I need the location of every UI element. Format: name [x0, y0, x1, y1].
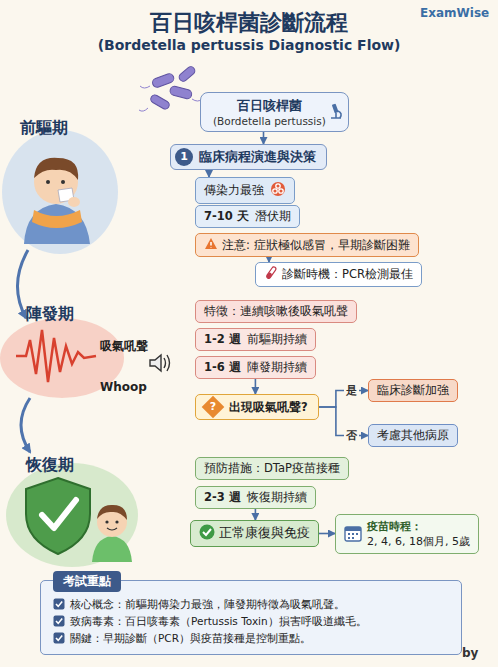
connector [319, 391, 368, 408]
title: 百日咳桿菌診斷流程 [150, 10, 348, 35]
subtitle: (Bordetella pertussis Diagnostic Flow) [0, 37, 498, 53]
connector [319, 407, 368, 436]
brand: ExamWise [420, 6, 489, 20]
icon [328, 103, 344, 124]
icon [53, 632, 65, 648]
box-text: 注意: 症狀極似感冒，早期診斷困難 [222, 238, 410, 252]
box-text: 診斷時機：PCR檢測最佳 [282, 267, 413, 281]
decision-box: ? 出現吸氣吼聲? [195, 394, 319, 420]
edge-label: 否 [344, 429, 359, 442]
phase-name: 前驅期 [20, 118, 68, 139]
box-text: 恢復期持續 [247, 490, 307, 504]
icon [53, 615, 65, 631]
connector [208, 170, 210, 177]
box-text: 潛伏期 [255, 209, 291, 223]
decision-mark: ? [205, 399, 221, 415]
box-text: 出現吸氣吼聲? [229, 400, 308, 414]
box-text: 正常康復與免疫 [219, 525, 310, 540]
panel-heading: 考試重點 [53, 571, 121, 592]
bullet-row: 致病毒素：百日咳毒素（Pertussis Toxin）損害呼吸道纖毛。 [53, 614, 451, 629]
box-text: 1-6 週 [204, 360, 241, 374]
connector [263, 132, 265, 144]
box-text: (Bordetella pertussis) [213, 115, 326, 127]
box-text: 前驅期持續 [247, 332, 307, 346]
box-text: 核心概念：前驅期傳染力最強，陣發期特徵為吸氣吼聲。 [70, 598, 345, 610]
process-box: 1-2 週前驅期持續 [195, 328, 316, 351]
process-box: 7-10 天潛伏期 [195, 205, 300, 228]
phase-name: 陣發期 [26, 304, 74, 325]
section-header: 1 臨床病程演進與決策 [170, 144, 327, 170]
icon [199, 524, 215, 543]
bullet-row: 核心概念：前驅期傳染力最強，陣發期特徵為吸氣吼聲。 [53, 597, 451, 612]
edge-label: 是 [344, 384, 359, 397]
icon [270, 181, 286, 200]
box-text: 致病毒素：百日咳毒素（Pertussis Toxin）損害呼吸道纖毛。 [70, 615, 367, 627]
box-text: 傳染力最強 [204, 183, 264, 197]
decision-diamond: ? [202, 396, 225, 419]
connector [255, 509, 257, 520]
schedule-text: 疫苗時程：2, 4, 6, 18個月, 5歲 [367, 519, 470, 549]
process-box: 傳染力最強 [195, 177, 295, 204]
process-box: 診斷時機：PCR檢測最佳 [255, 262, 422, 287]
outcome-box: 臨床診斷加強 [368, 379, 458, 402]
icon [344, 524, 362, 545]
callout-number: 1 [175, 148, 193, 166]
box-text: 陣發期持續 [247, 360, 307, 374]
box-text: 2, 4, 6, 18個月, 5歲 [367, 534, 470, 549]
outcome-box: 考慮其他病原 [368, 424, 458, 447]
icon [264, 266, 278, 283]
box-text: 預防措施：DTaP疫苗接種 [204, 461, 340, 475]
end-box: 正常康復與免疫 [190, 520, 319, 547]
box-text: 7-10 天 [204, 209, 249, 223]
box-text: 特徵：連續咳嗽後吸氣吼聲 [204, 304, 348, 318]
sound-label: Whoop [100, 380, 147, 394]
key-points-panel: 考試重點核心概念：前驅期傳染力最強，陣發期特徵為吸氣吼聲。致病毒素：百日咳毒素（… [40, 580, 462, 655]
box-text: 臨床病程演進與決策 [199, 149, 316, 164]
connector [255, 379, 257, 394]
process-box: 特徵：連續咳嗽後吸氣吼聲 [195, 300, 357, 323]
credit: by [462, 646, 478, 660]
warning-box: 注意: 症狀極似感冒，早期診斷困難 [195, 233, 419, 257]
process-box: 1-6 週陣發期持續 [195, 356, 316, 379]
process-box: 2-3 週恢復期持續 [195, 486, 316, 509]
symptom-label: 吸氣吼聲 [100, 338, 148, 355]
schedule-box: 疫苗時程：2, 4, 6, 18個月, 5歲 [335, 514, 479, 554]
box-text: 1-2 週 [204, 332, 241, 346]
bullet-row: 關鍵：早期診斷（PCR）與疫苗接種是控制重點。 [53, 631, 451, 646]
icon [204, 237, 218, 253]
box-text: 百日咳桿菌 [213, 97, 326, 115]
connector [319, 533, 335, 535]
box-text: 臨床診斷加強 [377, 383, 449, 397]
root-box: 百日咳桿菌(Bordetella pertussis) [200, 92, 349, 132]
icon [53, 598, 65, 614]
process-box: 預防措施：DTaP疫苗接種 [195, 457, 349, 480]
box-text: 關鍵：早期診斷（PCR）與疫苗接種是控制重點。 [70, 632, 311, 644]
box-text: 2-3 週 [204, 490, 241, 504]
phase-name: 恢復期 [26, 455, 74, 476]
box-text: 考慮其他病原 [377, 428, 449, 442]
box-text: 疫苗時程： [367, 519, 470, 534]
